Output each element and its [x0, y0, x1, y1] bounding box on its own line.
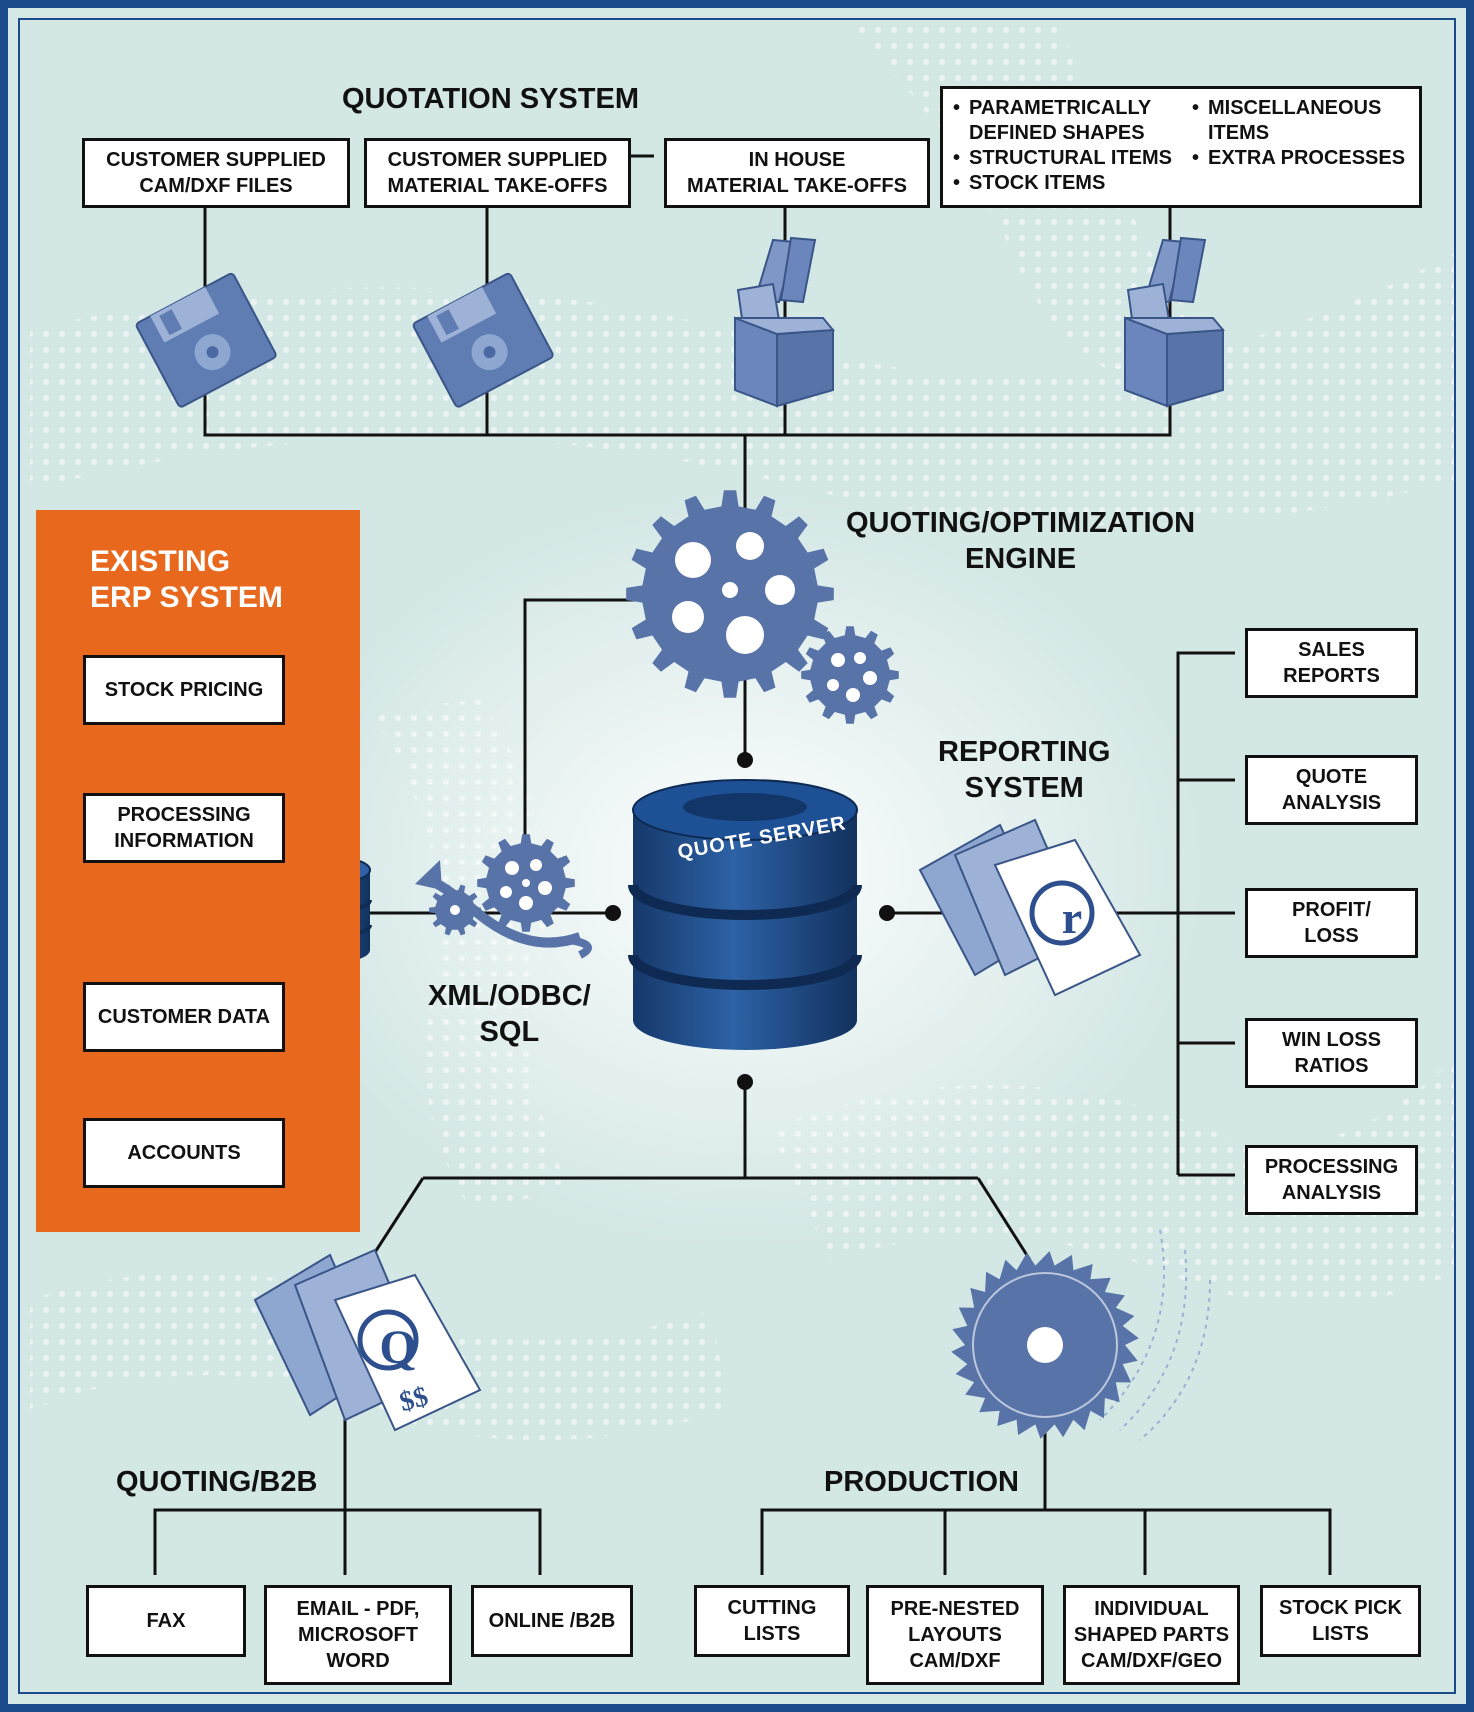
- list-item: STOCK ITEMS: [953, 171, 1172, 196]
- list-item: STRUCTURAL ITEMS: [953, 146, 1172, 171]
- list-item: MISCELLANEOUS ITEMS: [1192, 96, 1405, 146]
- report-document-icon: [918, 818, 1142, 997]
- production-title: PRODUCTION: [824, 1466, 1019, 1498]
- quote-document-icon: [253, 1248, 482, 1432]
- erp-item-customer-data[interactable]: CUSTOMER DATA: [83, 982, 285, 1052]
- floppy-disk-icon: [412, 272, 554, 408]
- diagram-graphics: [30, 20, 1454, 1575]
- production-stock-pick-lists[interactable]: STOCK PICK LISTS: [1260, 1585, 1421, 1657]
- report-win-loss-ratios[interactable]: WIN LOSS RATIOS: [1245, 1018, 1418, 1088]
- item-types-left-column: PARAMETRICALLY DEFINED SHAPES STRUCTURAL…: [953, 96, 1172, 196]
- connector-dots: [605, 752, 895, 1090]
- output-online-b2b[interactable]: ONLINE /B2B: [471, 1585, 633, 1657]
- production-pre-nested-layouts[interactable]: PRE-NESTED LAYOUTS CAM/DXF: [866, 1585, 1044, 1685]
- item-types-right-column: MISCELLANEOUS ITEMS EXTRA PROCESSES: [1192, 96, 1405, 171]
- quotation-system-title: QUOTATION SYSTEM: [342, 83, 639, 115]
- gears-icon: [626, 490, 899, 724]
- erp-system-panel: [36, 510, 360, 1232]
- interface-label: XML/ODBC/ SQL: [428, 980, 591, 1048]
- document-tray-icon: [734, 236, 836, 408]
- reporting-system-title: REPORTING SYSTEM: [938, 736, 1111, 804]
- floppy-disk-icon: [135, 272, 277, 408]
- engine-title: QUOTING/OPTIMIZATION ENGINE: [846, 507, 1196, 575]
- production-individual-shaped-parts[interactable]: INDIVIDUAL SHAPED PARTS CAM/DXF/GEO: [1063, 1585, 1240, 1685]
- item-types-list: PARAMETRICALLY DEFINED SHAPES STRUCTURAL…: [940, 86, 1422, 208]
- report-processing-analysis[interactable]: PROCESSING ANALYSIS: [1245, 1145, 1418, 1215]
- saw-blade-icon: [951, 1229, 1211, 1441]
- quoting-b2b-title: QUOTING/B2B: [116, 1466, 318, 1498]
- list-item: PARAMETRICALLY DEFINED SHAPES: [953, 96, 1172, 146]
- erp-system-title: EXISTING ERP SYSTEM: [90, 545, 283, 614]
- source-customer-cam-dxf[interactable]: CUSTOMER SUPPLIED CAM/DXF FILES: [82, 138, 350, 208]
- list-item: EXTRA PROCESSES: [1192, 146, 1405, 171]
- erp-item-accounts[interactable]: ACCOUNTS: [83, 1118, 285, 1188]
- erp-item-stock-pricing[interactable]: STOCK PRICING: [83, 655, 285, 725]
- erp-item-processing-information[interactable]: PROCESSING INFORMATION: [83, 793, 285, 863]
- document-tray-icon: [1124, 236, 1226, 408]
- small-gears-icon: [415, 834, 592, 959]
- source-in-house-material-takeoffs[interactable]: IN HOUSE MATERIAL TAKE-OFFS: [664, 138, 930, 208]
- report-sales-reports[interactable]: SALES REPORTS: [1245, 628, 1418, 698]
- report-letter-icon: r: [1061, 892, 1083, 943]
- database-icon: [628, 779, 862, 1050]
- report-quote-analysis[interactable]: QUOTE ANALYSIS: [1245, 755, 1418, 825]
- quote-letter-icon: Q: [379, 1321, 417, 1374]
- production-cutting-lists[interactable]: CUTTING LISTS: [694, 1585, 850, 1657]
- report-profit-loss[interactable]: PROFIT/ LOSS: [1245, 888, 1418, 958]
- diagram-canvas: QUOTATION SYSTEM CUSTOMER SUPPLIED CAM/D…: [18, 18, 1456, 1694]
- source-customer-material-takeoffs[interactable]: CUSTOMER SUPPLIED MATERIAL TAKE-OFFS: [364, 138, 631, 208]
- output-email-pdf-word[interactable]: EMAIL - PDF, MICROSOFT WORD: [264, 1585, 452, 1685]
- output-fax[interactable]: FAX: [86, 1585, 246, 1657]
